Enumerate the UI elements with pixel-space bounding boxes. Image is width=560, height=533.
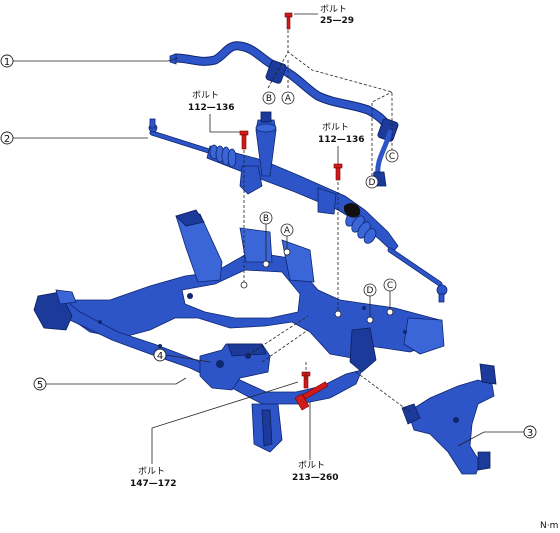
callout-4: 4	[153, 348, 211, 363]
svg-text:C: C	[389, 152, 395, 162]
svg-text:B: B	[263, 214, 269, 224]
svg-text:3: 3	[527, 428, 533, 439]
letter-marker-b-top: B	[262, 91, 276, 105]
svg-text:1: 1	[4, 57, 10, 68]
callout-3: 3	[457, 425, 537, 447]
svg-text:ボルト: ボルト	[320, 4, 347, 15]
bolt-top	[284, 12, 293, 30]
boot-left	[209, 144, 237, 168]
torque-label-bottom-left: ボルト 147—172	[130, 381, 299, 489]
letter-marker-d-top: D	[365, 175, 379, 189]
svg-text:D: D	[369, 178, 376, 188]
svg-text:5: 5	[37, 380, 43, 391]
svg-text:25—29: 25—29	[320, 16, 354, 26]
svg-text:4: 4	[157, 351, 163, 362]
svg-text:2: 2	[4, 134, 10, 145]
svg-text:D: D	[367, 286, 374, 296]
letter-marker-d-frame: D	[363, 283, 377, 324]
letter-marker-a-top: A	[281, 91, 295, 105]
svg-text:ボルト: ボルト	[138, 466, 165, 477]
svg-text:ボルト: ボルト	[298, 460, 325, 471]
svg-text:A: A	[285, 94, 292, 104]
svg-text:C: C	[387, 281, 393, 291]
steering-gear	[148, 111, 448, 303]
callout-5: 5	[33, 377, 187, 391]
letter-marker-a-frame: A	[280, 223, 294, 256]
callout-2: 2	[0, 131, 148, 145]
letter-marker-b-frame: B	[259, 211, 273, 268]
svg-text:A: A	[284, 226, 291, 236]
alignment-lines	[243, 30, 411, 413]
bolt-bottom-right	[294, 381, 329, 411]
mount-hole-marker	[334, 310, 342, 318]
bracket	[199, 343, 271, 391]
unit-label: N·m	[540, 521, 558, 531]
svg-text:ボルト: ボルト	[192, 90, 219, 101]
callout-1: 1	[0, 54, 179, 68]
lower-arm	[401, 363, 497, 475]
svg-text:B: B	[266, 94, 272, 104]
mount-hole-marker	[240, 281, 248, 289]
torque-label-right: ボルト 112—136	[318, 122, 365, 164]
letter-marker-c-frame: C	[383, 278, 397, 316]
bolt-left	[239, 130, 249, 150]
svg-text:147—172: 147—172	[130, 479, 177, 489]
bolt-right	[333, 163, 343, 181]
svg-text:112—136: 112—136	[318, 135, 365, 145]
svg-text:213—260: 213—260	[292, 473, 339, 483]
svg-text:112—136: 112—136	[188, 103, 235, 113]
stabilizer-bar	[169, 41, 399, 187]
front-crossmember	[33, 209, 445, 453]
svg-text:ボルト: ボルト	[322, 122, 349, 133]
torque-label-bottom-right: ボルト 213—260	[292, 402, 339, 483]
torque-label-top: ボルト 25—29	[294, 4, 354, 26]
torque-label-left: ボルト 112—136	[188, 90, 240, 133]
letter-marker-c-top: C	[385, 149, 399, 163]
